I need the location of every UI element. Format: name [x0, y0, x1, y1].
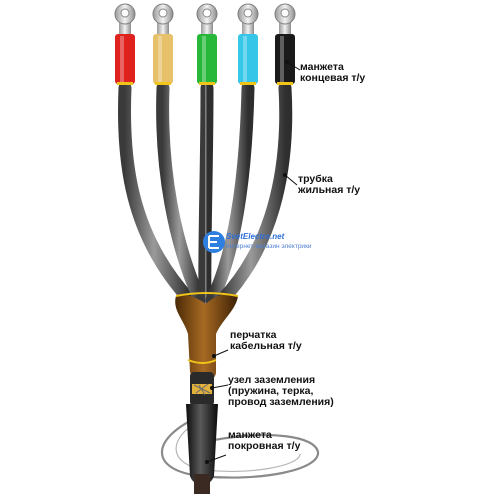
end-cuff-3: [197, 34, 217, 84]
cable-lug-hole-2: [158, 8, 168, 18]
watermark-title: SvetElectro.net: [226, 232, 285, 241]
label-cover-cuff: манжета покровная т/у: [228, 430, 300, 452]
label-ground-unit-line-2: (пружина, терка,: [228, 385, 314, 397]
grounding-strands: [193, 383, 211, 396]
end-cuff-highlight-1: [120, 36, 124, 82]
end-cuff-band-1: [117, 82, 133, 85]
leader-dot-ground-unit: [210, 386, 214, 390]
leader-cover-cuff: [206, 454, 227, 463]
leader-dot-glove: [212, 354, 216, 358]
end-cuff-band-3: [199, 82, 215, 85]
end-cuff-4: [238, 34, 258, 84]
label-cover-cuff-line-1: манжета: [228, 429, 272, 441]
end-cuff-band-5: [277, 82, 293, 85]
leader-dot-core-tube: [283, 173, 287, 177]
cable-lug-hole-1: [120, 8, 130, 18]
leader-ground-unit: [211, 384, 229, 389]
cable-lug-5: [274, 3, 296, 36]
leader-lines: [206, 61, 301, 463]
cable-lug-barrel-1: [119, 22, 131, 36]
label-glove: перчатка кабельная т/у: [230, 330, 302, 352]
end-cuff-1: [115, 34, 135, 84]
end-cuffs: [115, 34, 295, 85]
end-cuff-5: [275, 34, 295, 84]
label-core-tube: трубка жильная т/у: [298, 174, 360, 196]
cable-lug-barrel-5: [279, 22, 291, 36]
core-tube-4: [205, 81, 255, 307]
cable-outer-sheath: [194, 474, 210, 494]
label-ground-unit: узел заземления (пружина, терка, провод …: [228, 375, 334, 408]
end-cuff-band-4: [240, 82, 256, 85]
core-tube-3: [198, 81, 214, 307]
leader-dot-cover-cuff: [205, 460, 209, 464]
label-cover-cuff-line-2: покровная т/у: [228, 440, 301, 452]
core-tube-1: [117, 81, 197, 307]
cable-lug-4: [237, 3, 259, 36]
glove-ring: [187, 359, 217, 364]
cable-lug-hole-5: [280, 8, 290, 18]
end-cuff-2: [153, 34, 173, 84]
cable-lug-hole-4: [243, 8, 253, 18]
label-ground-unit-line-3: провод заземления): [228, 396, 334, 408]
label-core-tube-line-1: трубка: [298, 173, 333, 185]
cable-lug-hole-3: [202, 8, 212, 18]
label-glove-line-2: кабельная т/у: [230, 340, 302, 352]
core-tube-5: [215, 81, 293, 307]
core-tube-2: [156, 81, 207, 307]
cover-cuff: [186, 404, 218, 485]
end-cuff-band-2: [155, 82, 171, 85]
cable-lug-barrel-2: [157, 22, 169, 36]
leader-glove: [213, 349, 229, 357]
cable-lug-2: [152, 3, 174, 36]
end-cuff-highlight-2: [158, 36, 162, 82]
leader-end-cuff: [286, 61, 301, 71]
label-core-tube-line-2: жильная т/у: [298, 184, 361, 196]
grounding-wire-loop: [160, 417, 320, 479]
cable-lug-barrel-4: [242, 22, 254, 36]
cable-glove: [175, 293, 238, 381]
end-cuff-highlight-3: [202, 36, 206, 82]
watermark-subtitle: интернет-магазин электрики: [226, 243, 312, 250]
leader-core-tube: [284, 174, 298, 186]
label-glove-line-1: перчатка: [230, 329, 277, 341]
leader-dots: [205, 60, 289, 464]
label-end-cuff-line-1: манжета: [300, 61, 344, 73]
cable-lugs: [114, 3, 296, 36]
label-end-cuff-line-2: концевая т/у: [300, 72, 366, 84]
cable-lug-3: [196, 3, 218, 36]
cable-lug-1: [114, 3, 136, 36]
core-tubes: [117, 81, 293, 307]
cable-lug-barrel-3: [201, 22, 213, 36]
end-cuff-highlight-5: [280, 36, 284, 82]
glove-top-ring: [175, 292, 239, 297]
watermark-logo-glyph: [208, 235, 219, 249]
label-ground-unit-line-1: узел заземления: [228, 374, 316, 386]
label-end-cuff: манжета концевая т/у: [300, 62, 365, 84]
end-cuff-highlight-4: [243, 36, 247, 82]
leader-dot-end-cuff: [285, 60, 289, 64]
